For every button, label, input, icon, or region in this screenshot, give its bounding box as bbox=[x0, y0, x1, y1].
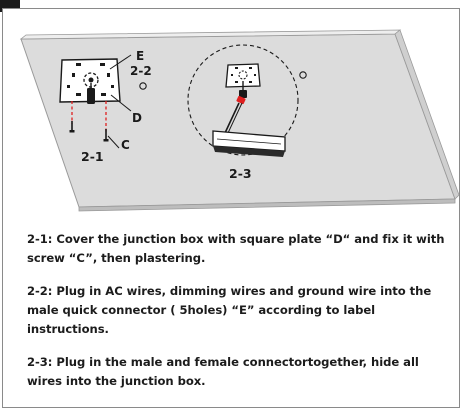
square-plate-d bbox=[59, 58, 121, 103]
instructions: 2-1: Cover the junction box with square … bbox=[27, 230, 447, 405]
connector-detail bbox=[187, 44, 299, 157]
instruction-step-2-3: 2-3: Plug in the male and female connect… bbox=[27, 355, 419, 388]
mounting-hole bbox=[299, 71, 307, 79]
step-label-2-1: 2-1 bbox=[81, 149, 104, 164]
label-c: C bbox=[121, 138, 130, 152]
ceiling-slab bbox=[19, 29, 459, 212]
step-label-2-3: 2-3 bbox=[229, 166, 252, 181]
label-e: E bbox=[136, 49, 144, 63]
ceiling-installation-illustration: E 2-2 D C 2-1 2-3 bbox=[19, 29, 459, 212]
quick-connector-e bbox=[87, 83, 95, 104]
instruction-step-2-1: 2-1: Cover the junction box with square … bbox=[27, 232, 445, 265]
instruction-step-2-2: 2-2: Plug in AC wires, dimming wires and… bbox=[27, 284, 432, 336]
label-e-step: 2-2 bbox=[130, 64, 152, 78]
leader-lines bbox=[107, 54, 132, 149]
mounting-hole bbox=[139, 82, 147, 90]
label-d: D bbox=[132, 111, 142, 125]
screws-c bbox=[69, 101, 109, 142]
